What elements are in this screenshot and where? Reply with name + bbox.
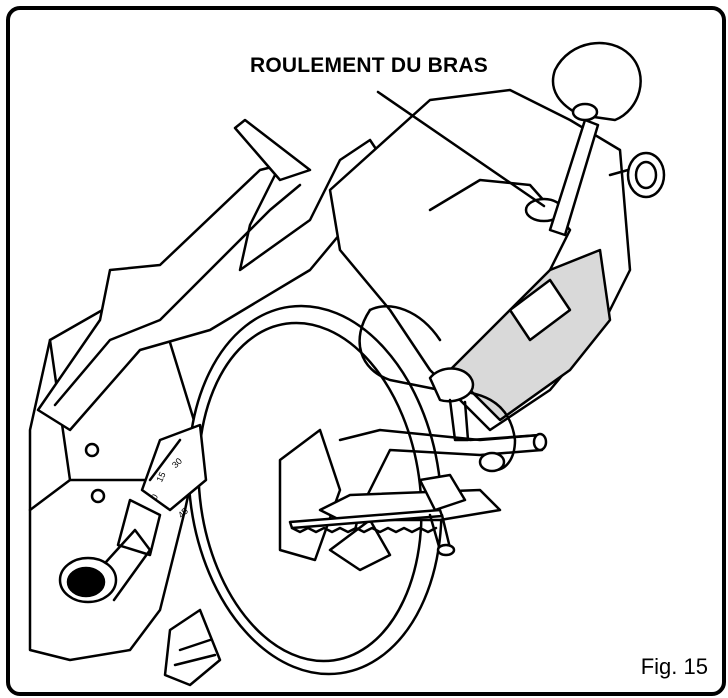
side-bolt	[608, 151, 666, 199]
tension-knob	[478, 451, 506, 473]
rod-end	[532, 432, 548, 452]
callout-leader	[376, 90, 546, 208]
tension-rod	[468, 433, 542, 442]
arm-handle-knob	[548, 41, 642, 237]
figure-frame: ROULEMENT DU BRAS Fig. 15 0 15 30 45	[6, 6, 726, 696]
lock-knob-left	[58, 498, 162, 604]
bevel-scale	[140, 423, 208, 512]
lower-mechanism	[163, 608, 222, 687]
wire-guard-2	[368, 305, 442, 342]
saw-illustration	[28, 41, 666, 687]
blade-teeth	[290, 526, 438, 534]
wire-guard	[358, 308, 517, 472]
screw	[84, 442, 100, 458]
handle-frame	[36, 138, 392, 432]
screw	[90, 488, 106, 504]
shoe-bar	[328, 518, 392, 572]
blade-disc-inner	[197, 321, 423, 663]
blade-clamp	[418, 473, 467, 557]
handle-inner	[53, 183, 302, 407]
handle-grip	[233, 118, 312, 182]
figure-caption: Fig. 15	[640, 654, 708, 679]
arm-edge	[428, 178, 572, 272]
clamp-knob	[428, 367, 475, 442]
arm-slot	[508, 278, 572, 342]
callout-label: ROULEMENT DU BRAS	[250, 54, 488, 77]
